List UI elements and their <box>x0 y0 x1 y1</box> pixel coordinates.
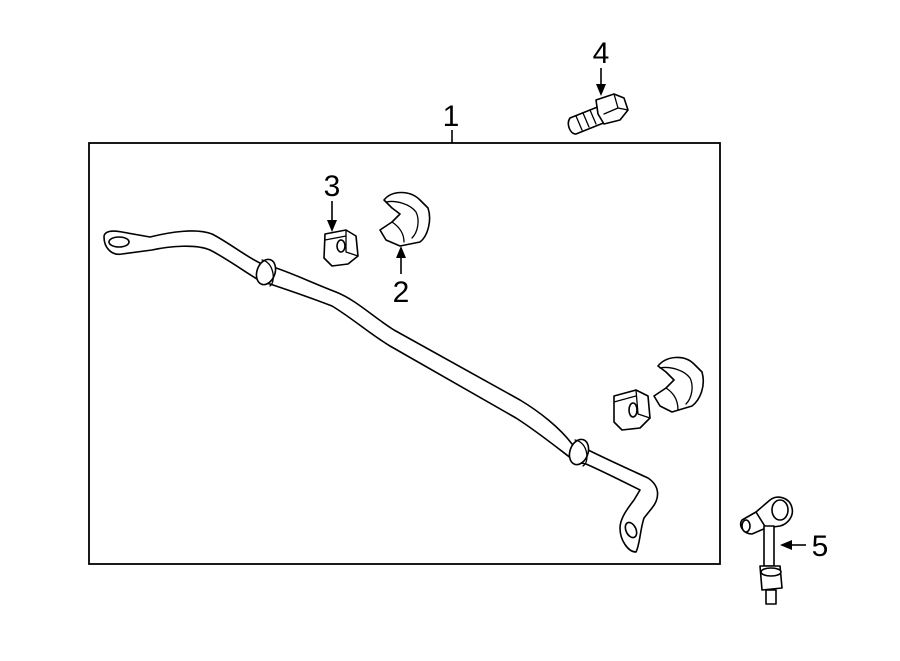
stabilizer-link-icon <box>739 496 794 605</box>
bushing-right-icon <box>613 389 651 431</box>
callout-5-arrow <box>780 540 792 550</box>
callout-2-label: 2 <box>393 276 410 309</box>
callout-3[interactable]: 3 <box>324 170 341 232</box>
bushing-icon <box>323 229 359 267</box>
callout-5[interactable]: 5 <box>780 530 828 563</box>
bolt-icon <box>567 93 629 135</box>
callout-3-arrow <box>327 220 337 232</box>
callout-4-arrow <box>596 84 606 96</box>
bushing-bracket-right-icon <box>653 356 705 413</box>
callout-4[interactable]: 4 <box>593 37 610 96</box>
callout-2[interactable]: 2 <box>393 246 410 309</box>
callout-3-label: 3 <box>324 170 341 203</box>
stabilizer-bar-icon <box>103 230 659 553</box>
bar-collar-left <box>255 258 277 287</box>
assembly-frame <box>88 142 721 565</box>
callout-2-arrow <box>396 246 406 258</box>
callout-5-label: 5 <box>812 530 829 563</box>
callout-1-label: 1 <box>443 100 460 133</box>
bar-collar-right <box>568 438 590 467</box>
callout-4-label: 4 <box>593 37 610 70</box>
callout-1[interactable]: 1 <box>443 100 460 143</box>
bushing-bracket-icon <box>379 191 431 247</box>
